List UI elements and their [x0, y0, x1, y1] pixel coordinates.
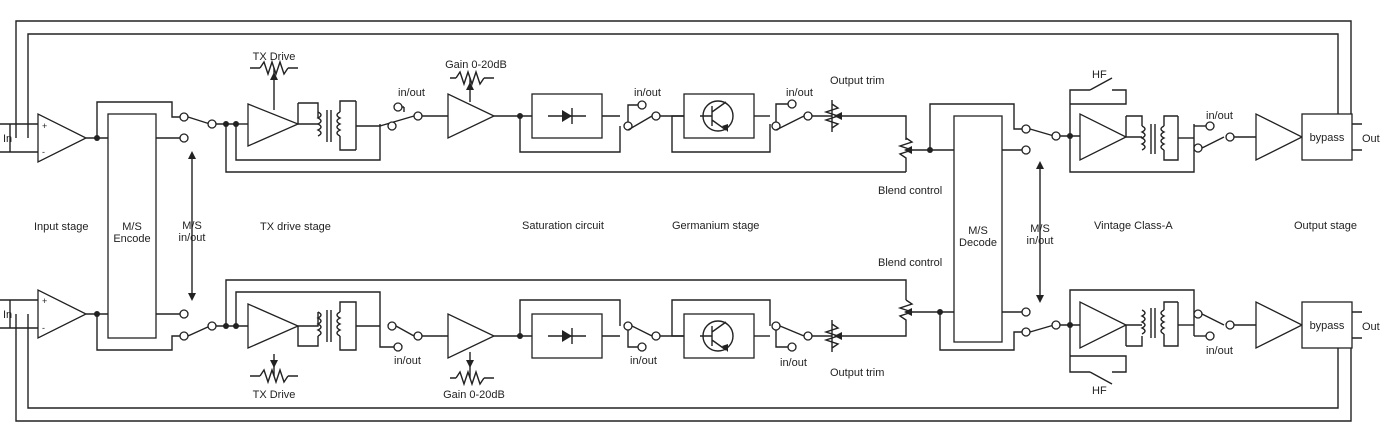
bypass-label-bottom: bypass — [1310, 320, 1345, 332]
output-trim-label-top: Output trim — [830, 75, 884, 87]
ms-decode-label-2: Decode — [959, 237, 997, 249]
inout-label-sat-top: in/out — [634, 87, 661, 99]
ms-encode-label-2: Encode — [113, 233, 150, 245]
inout-label-vintage-top: in/out — [1206, 110, 1233, 122]
saturation-circuit-bottom — [519, 299, 621, 359]
germanium-stage-bottom — [671, 299, 771, 359]
ms-decode-block — [953, 115, 1003, 343]
input-amp-bottom — [37, 288, 88, 340]
saturation-circuit-top — [519, 93, 621, 153]
inout-label-ge-top: in/out — [786, 87, 813, 99]
vintage-class-a-top — [1069, 77, 1195, 173]
hf-label-top: HF — [1092, 69, 1107, 81]
stage-label-saturation: Saturation circuit — [522, 220, 604, 232]
ms-encode-label-1: M/S — [122, 221, 142, 233]
gain-label-bottom: Gain 0-20dB — [443, 389, 505, 401]
tx-drive-stage-top — [235, 59, 381, 161]
ms-inout-label-2: in/out — [179, 232, 206, 244]
bottom-outer-bypass-path — [15, 314, 1352, 422]
blend-control-bottom — [880, 299, 954, 337]
inout-label-tx-top: in/out — [398, 87, 425, 99]
in-label-top: In — [3, 133, 12, 145]
minus-sign-top: - — [42, 147, 45, 157]
blend-control-top — [897, 137, 954, 172]
ms-inout-label-right-1: M/S — [1030, 223, 1050, 235]
plus-sign-bottom: + — [42, 296, 47, 306]
out-label-top: Out — [1362, 133, 1380, 145]
gain-amp-bottom — [447, 312, 496, 387]
ms-inout-label-right-2: in/out — [1027, 235, 1054, 247]
in-label-bottom: In — [3, 309, 12, 321]
top-outer-bypass-path — [15, 20, 1352, 138]
input-amp-top — [37, 112, 88, 164]
tx-drive-label-bottom: TX Drive — [253, 389, 296, 401]
out-label-bottom: Out — [1362, 321, 1380, 333]
ms-encode-block — [107, 113, 157, 339]
stage-label-input: Input stage — [34, 221, 88, 233]
blend-control-label-top: Blend control — [878, 185, 942, 197]
stage-label-output: Output stage — [1294, 220, 1357, 232]
inout-label-tx-bottom: in/out — [394, 355, 421, 367]
bypass-box-top[interactable] — [1301, 113, 1353, 161]
inout-label-sat-bottom: in/out — [630, 355, 657, 367]
stage-label-tx-drive: TX drive stage — [260, 221, 331, 233]
input-jacks-bottom — [0, 299, 38, 329]
inout-label-vintage-bottom: in/out — [1206, 345, 1233, 357]
tx-drive-label-top: TX Drive — [253, 51, 296, 63]
bypass-label-top: bypass — [1310, 132, 1345, 144]
minus-sign-bottom: - — [42, 323, 45, 333]
stage-label-vintage: Vintage Class-A — [1094, 220, 1173, 232]
output-trim-bottom — [823, 320, 880, 352]
ms-inout-label-1: M/S — [182, 220, 202, 232]
output-trim-top — [823, 100, 907, 140]
ms-decode-label-1: M/S — [968, 225, 988, 237]
vintage-class-a-bottom — [1069, 289, 1195, 385]
gain-amp-top — [447, 69, 496, 140]
output-amp-top — [1255, 112, 1304, 162]
input-jacks-top — [0, 123, 38, 153]
hf-label-bottom: HF — [1092, 385, 1107, 397]
stage-label-germanium: Germanium stage — [672, 220, 759, 232]
bypass-box-bottom[interactable] — [1301, 301, 1353, 349]
plus-sign-top: + — [42, 121, 47, 131]
output-trim-label-bottom: Output trim — [830, 367, 884, 379]
inout-label-ge-bottom: in/out — [780, 357, 807, 369]
output-amp-bottom — [1255, 300, 1304, 350]
gain-label-top: Gain 0-20dB — [445, 59, 507, 71]
germanium-stage-top — [671, 93, 771, 153]
blend-control-label-bottom: Blend control — [878, 257, 942, 269]
tx-drive-stage-bottom — [235, 291, 381, 385]
